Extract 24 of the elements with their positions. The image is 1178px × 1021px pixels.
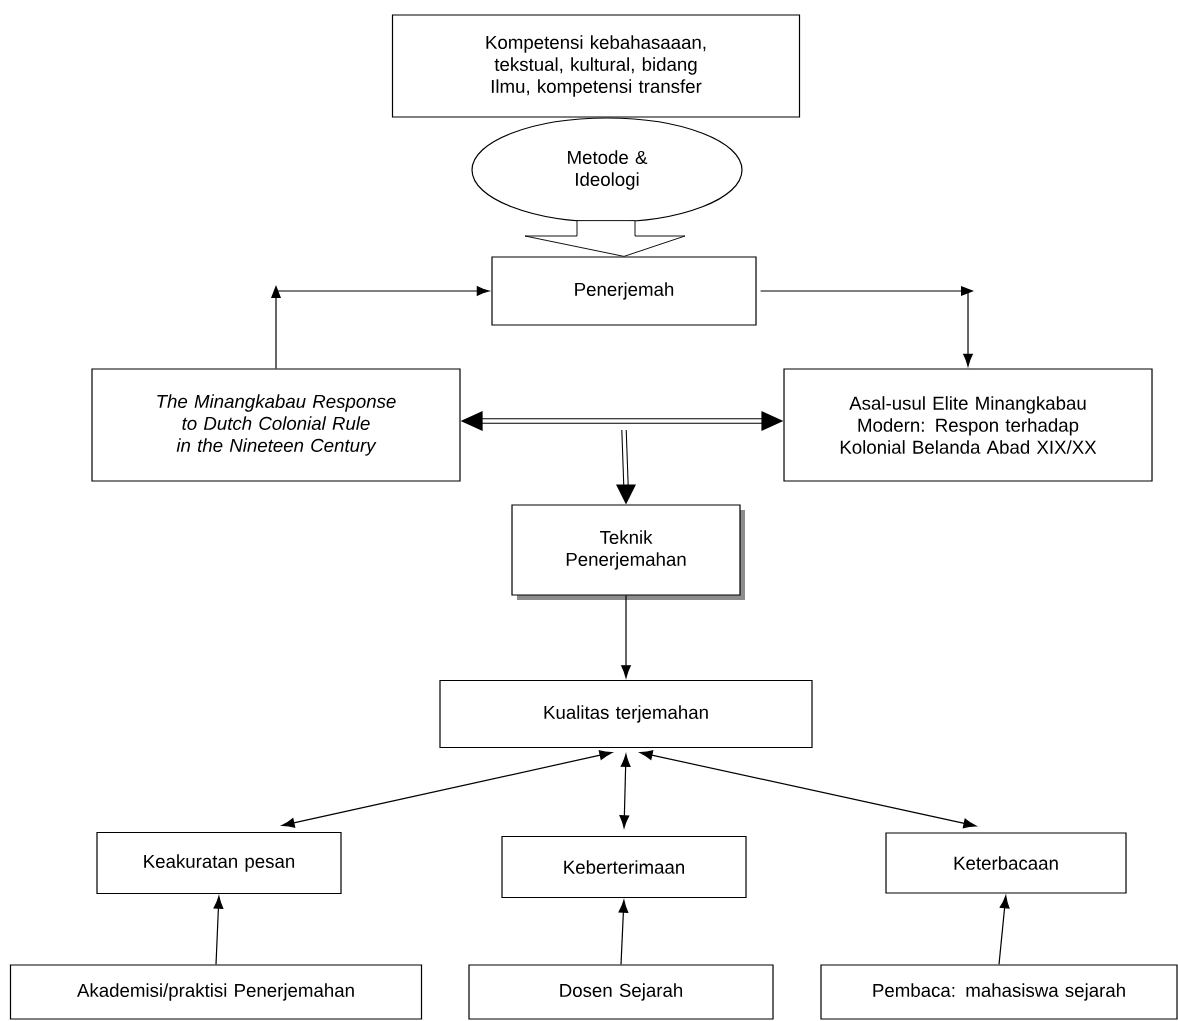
arrow [621, 595, 631, 678]
double-arrow [460, 411, 784, 431]
text-box: Keberterimaan [501, 835, 747, 899]
text-box: Penerjemah [491, 256, 757, 326]
arrow [639, 750, 977, 829]
text-box: Teknik Penerjemahan [511, 504, 745, 600]
text-box: Pembaca: mahasiswa sejarah [820, 964, 1178, 1020]
arrow [271, 285, 490, 369]
arrow [998, 895, 1010, 965]
text-box: The Minangkabau Response to Dutch Colonial Rule in the Nineteen Century [91, 368, 461, 482]
arrow [619, 754, 631, 828]
arrow [618, 900, 629, 965]
arrow [281, 750, 613, 828]
text-box: Kualitas terjemahan [439, 679, 813, 749]
ellipse-node: Metode & Ideologi [471, 117, 743, 223]
text-box: Keterbacaan [885, 832, 1127, 894]
text-box: Asal-usul Elite Minangkabau Modern: Respon terhadap Kolonial Belanda Abad XIX/XX [783, 368, 1153, 482]
double-arrow [616, 429, 636, 505]
text-box: Dosen Sejarah [468, 964, 774, 1020]
text-box: Keakuratan pesan [96, 831, 342, 895]
arrow [213, 896, 224, 965]
text-box: Akademisi/praktisi Penerjemahan [9, 964, 423, 1020]
text-box: Kompetensi kebahasaaan, tekstual, kultural, bidang Ilmu, kompetensi transfer [391, 14, 801, 118]
arrow [760, 286, 974, 367]
